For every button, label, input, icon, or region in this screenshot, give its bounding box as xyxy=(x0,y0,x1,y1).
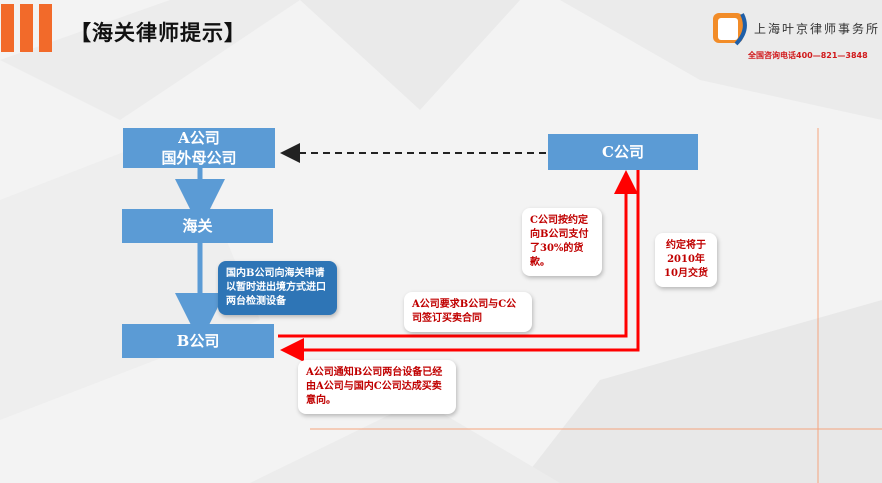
node-a-company: A公司 国外母公司 xyxy=(123,128,275,168)
node-c-label: C公司 xyxy=(602,143,644,161)
node-b-label: B公司 xyxy=(176,332,220,350)
arrow-red-outer xyxy=(280,168,640,362)
node-customs-label: 海关 xyxy=(182,217,213,235)
node-customs: 海关 xyxy=(122,209,273,243)
arrow-red-inner xyxy=(278,170,638,338)
node-a-line1: A公司 xyxy=(178,129,220,147)
page-title: 【海关律师提示】 xyxy=(70,20,246,45)
node-a-line2: 国外母公司 xyxy=(161,149,237,167)
firm-name: 上海叶京律师事务所 xyxy=(754,22,881,36)
contract-note: A公司要求B公司与C公司签订买卖合同 xyxy=(404,292,532,332)
customs-note: 国内B公司向海关申请以暂时进出境方式进口两台检测设备 xyxy=(218,261,337,315)
node-b-company: B公司 xyxy=(122,324,274,358)
hotline: 全国咨询电话400—821—3848 xyxy=(748,51,868,60)
accent-bar xyxy=(1,4,14,52)
accent-bar xyxy=(20,4,33,52)
delivery-note: 约定将于2010年10月交货 xyxy=(655,233,717,287)
c-payment-note: C公司按约定向B公司支付了30%的货款。 xyxy=(522,208,602,276)
firm-logo-icon xyxy=(713,13,747,46)
notify-note: A公司通知B公司两台设备已经由A公司与国内C公司达成买卖意向。 xyxy=(298,360,456,414)
accent-bar xyxy=(39,4,52,52)
node-c-company: C公司 xyxy=(548,134,698,170)
